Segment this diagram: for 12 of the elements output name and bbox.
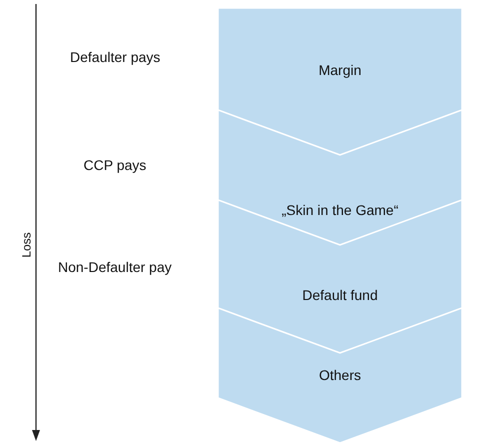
band-label: Others: [318, 367, 362, 383]
band-label: Default fund: [301, 287, 379, 303]
band-label: Margin: [318, 62, 362, 78]
chevron-band: [218, 308, 462, 443]
payer-label: Defaulter pays: [70, 49, 160, 65]
chevron-band: [218, 110, 462, 245]
payer-label: CCP pays: [84, 157, 146, 173]
chevron-band: [218, 200, 462, 353]
band-label: „Skin in the Game“: [280, 202, 400, 218]
payer-label: Non-Defaulter pay: [58, 259, 172, 275]
chevron-band: [218, 8, 462, 155]
axis-label: Loss: [19, 232, 34, 258]
